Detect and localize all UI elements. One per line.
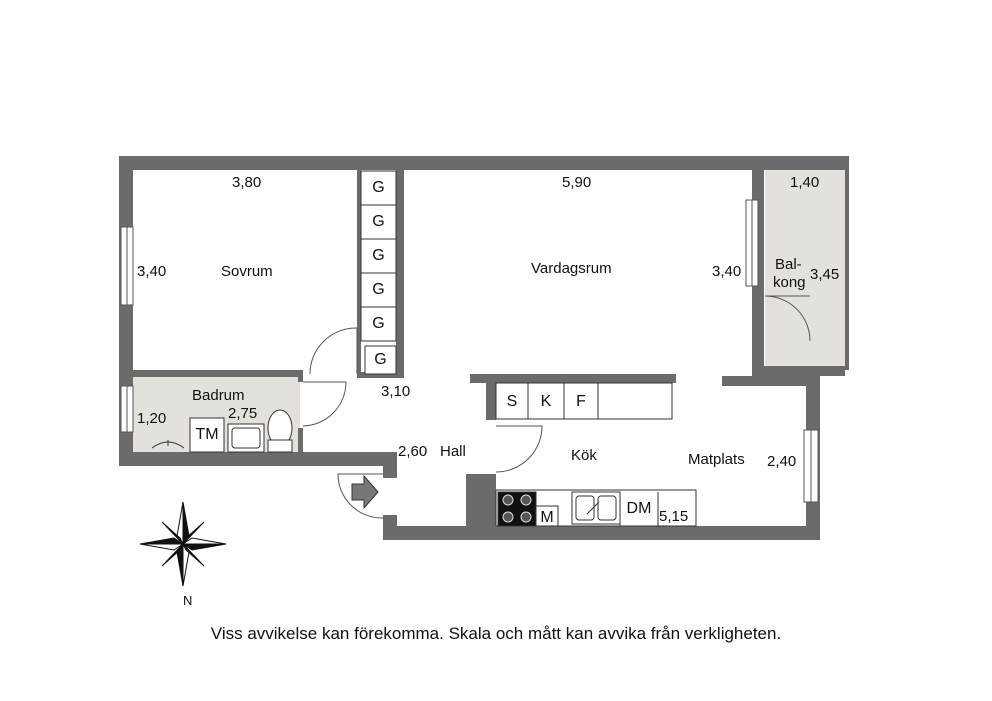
- kitchen-upper-units: [495, 382, 673, 420]
- kitchen-unit-sink-label: S: [506, 393, 518, 410]
- bathroom-fixtures: [151, 409, 293, 453]
- closet-label: G: [372, 213, 385, 230]
- room-label-matplats: Matplats: [688, 451, 745, 468]
- closet-label: G: [372, 247, 385, 264]
- dishwasher-label: DM: [626, 500, 652, 517]
- dimension-sovrum-depth: 3,40: [137, 263, 167, 280]
- room-label-balkong-line2: kong: [773, 274, 806, 291]
- dimension-vardagsrum-width: 5,90: [562, 174, 592, 191]
- room-label-vardagsrum: Vardagsrum: [531, 260, 612, 277]
- windows: [120, 199, 819, 503]
- compass-rose-icon: [139, 501, 227, 587]
- washing-machine-label: TM: [195, 426, 219, 443]
- kitchen-unit-fridge-label: K: [540, 393, 552, 410]
- room-label-badrum: Badrum: [192, 387, 245, 404]
- room-label-kok: Kök: [571, 447, 597, 464]
- dimension-hall-corridor: 3,10: [381, 383, 411, 400]
- room-label-balkong-line1: Bal-: [775, 256, 802, 273]
- dimension-badrum-depth: 1,20: [137, 410, 167, 427]
- kitchen-unit-freezer-label: F: [576, 393, 586, 410]
- kitchen-counter: [495, 489, 697, 527]
- room-label-sovrum: Sovrum: [221, 263, 273, 280]
- compass-north-label: N: [183, 593, 193, 608]
- entrance-arrow-icon: [351, 474, 379, 510]
- closet-label: G: [374, 351, 387, 368]
- closet-label: G: [372, 315, 385, 332]
- dimension-vardagsrum-depth: 3,40: [712, 263, 742, 280]
- closet-label: G: [372, 281, 385, 298]
- closets: [360, 170, 397, 375]
- microwave-label: M: [540, 509, 554, 526]
- room-label-hall: Hall: [440, 443, 466, 460]
- disclaimer-caption: Viss avvikelse kan förekomma. Skala och …: [210, 624, 782, 643]
- doors: [302, 295, 811, 519]
- dimension-balkong-depth: 3,45: [810, 266, 840, 283]
- dimension-hall-length: 2,60: [398, 443, 428, 460]
- dimension-balkong-width: 1,40: [790, 174, 820, 191]
- dimension-sovrum-width: 3,80: [232, 174, 262, 191]
- closet-label: G: [372, 179, 385, 196]
- dimension-matplats-depth: 2,40: [767, 453, 797, 470]
- dimension-kok-length: 5,15: [659, 508, 689, 525]
- dimension-badrum-width: 2,75: [228, 405, 258, 422]
- walls: [119, 156, 849, 540]
- balkong-floor: [765, 170, 845, 370]
